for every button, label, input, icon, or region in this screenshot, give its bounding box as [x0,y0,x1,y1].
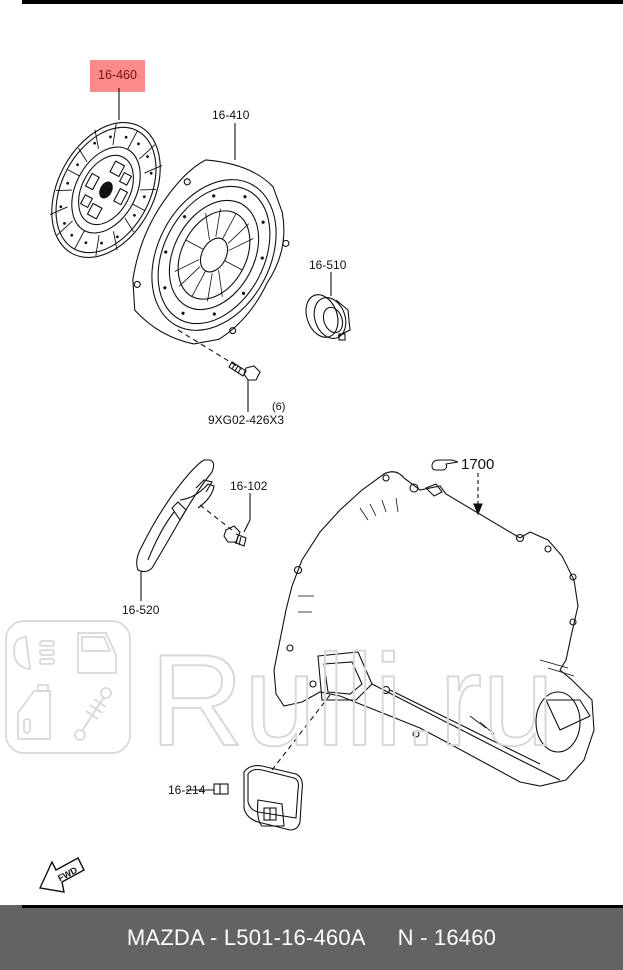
release-fork-drawing[interactable] [136,459,215,573]
diagram-number: N - 16460 [397,925,497,950]
part-label-clutch-disc[interactable]: 16-460 [90,60,145,92]
parts-diagram: 16-460 16-410 16-510 (6) 9XG02-426X3 16-… [30,60,595,893]
fwd-arrow-icon: FWD [38,857,85,893]
pressure-plate-drawing[interactable] [108,141,311,365]
footer-caption: MAZDA - L501-16-460A N - 16460 [0,925,623,951]
dust-boot-drawing[interactable] [213,765,303,831]
footer-bar [0,905,623,970]
bolt-drawing[interactable] [228,361,261,381]
part-label-bolt[interactable]: 9XG02-426X3 [208,413,285,427]
pivot-bolt-drawing[interactable] [223,525,247,547]
part-number: MAZDA - L501-16-460A [126,925,366,950]
top-border [22,0,623,4]
transmission-housing-drawing[interactable] [273,471,595,787]
pointing-hand-icon [431,459,459,471]
footer-border [22,905,623,908]
part-label-release-bearing[interactable]: 16-510 [309,258,347,272]
part-label-pressure-plate[interactable]: 16-410 [212,108,250,122]
clutch-disc-drawing[interactable] [30,104,182,276]
part-label-release-fork[interactable]: 16-520 [122,603,160,617]
part-label-pivot-bolt[interactable]: 16-102 [230,479,268,493]
release-bearing-drawing[interactable] [300,290,351,343]
part-label-transmission-housing[interactable]: 1700 [461,456,495,473]
diagram-drawing: FWD [30,88,595,893]
bolt-quantity: (6) [272,401,286,413]
